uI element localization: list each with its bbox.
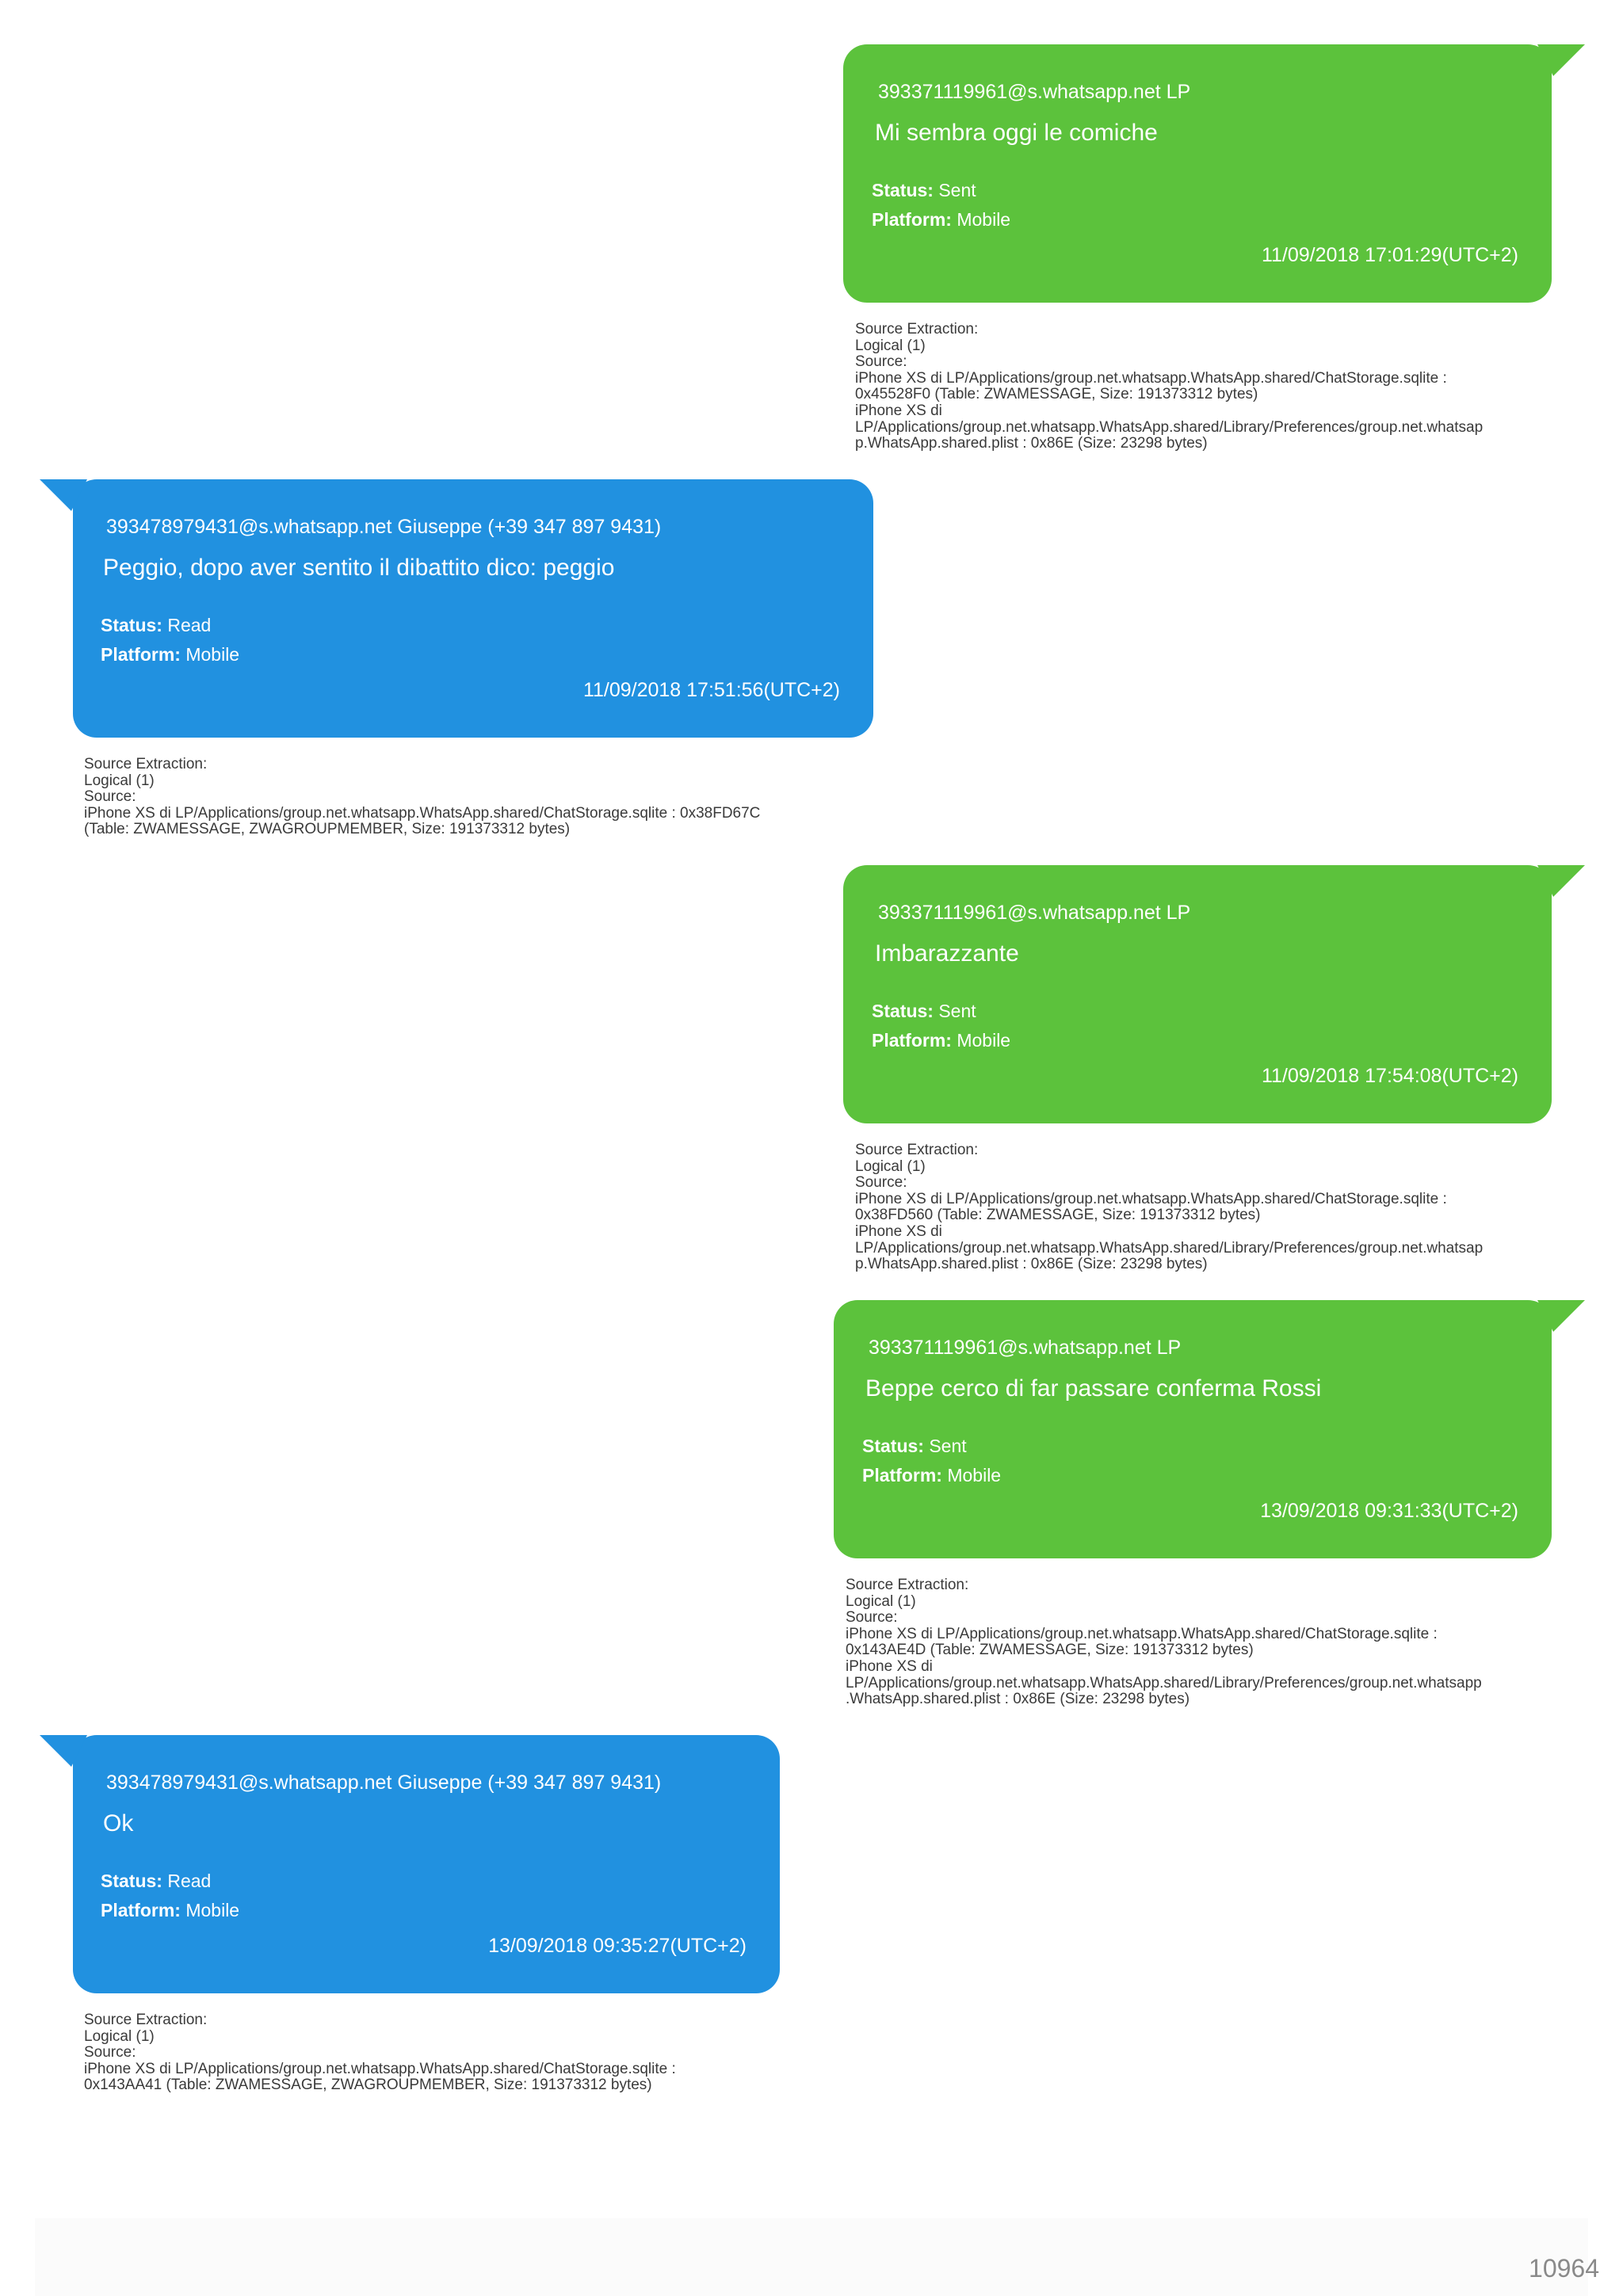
message-text: Ok — [103, 1810, 134, 1836]
message-bubble-incoming: 393478979431@s.whatsapp.net Giuseppe (+3… — [40, 1735, 780, 1993]
status-label: Status: — [101, 1871, 162, 1891]
message-sender: 393478979431@s.whatsapp.net Giuseppe (+3… — [106, 516, 662, 538]
message-bubble-outgoing: 393371119961@s.whatsapp.net LP Imbarazza… — [843, 865, 1585, 1123]
source-extraction: Source Extraction: Logical (1) Source: i… — [855, 1142, 1484, 1273]
bubble-tail — [1537, 1300, 1585, 1332]
source-extraction: Source Extraction: Logical (1) Source: i… — [846, 1577, 1482, 1708]
message-sender: 393478979431@s.whatsapp.net Giuseppe (+3… — [106, 1772, 662, 1794]
message-timestamp: 11/09/2018 17:51:56(UTC+2) — [582, 679, 840, 701]
message-meta: Status: Sent Platform: Mobile — [862, 1432, 1001, 1490]
message-text: Beppe cerco di far passare conferma Ross… — [865, 1375, 1322, 1402]
status-label: Status: — [872, 180, 934, 200]
platform-value: Mobile — [957, 209, 1011, 230]
bubble-tail — [1537, 865, 1585, 897]
message-timestamp: 11/09/2018 17:54:08(UTC+2) — [1261, 1065, 1518, 1087]
platform-value: Mobile — [185, 1900, 240, 1920]
page-number: 10964 — [1529, 2254, 1599, 2283]
message-timestamp: 11/09/2018 17:01:29(UTC+2) — [1261, 244, 1518, 266]
status-value: Read — [167, 1871, 212, 1891]
message-text: Mi sembra oggi le comiche — [875, 120, 1158, 146]
source-extraction: Source Extraction: Logical (1) Source: i… — [84, 756, 761, 838]
bubble-tail — [40, 479, 87, 511]
message-bubble-incoming: 393478979431@s.whatsapp.net Giuseppe (+3… — [40, 479, 873, 738]
status-value: Sent — [938, 1001, 976, 1021]
bubble-tail — [40, 1735, 87, 1767]
platform-value: Mobile — [947, 1465, 1002, 1486]
status-label: Status: — [872, 1001, 934, 1021]
message-meta: Status: Sent Platform: Mobile — [872, 997, 1010, 1055]
message-bubble-outgoing: 393371119961@s.whatsapp.net LP Mi sembra… — [843, 44, 1585, 303]
message-text: Peggio, dopo aver sentito il dibattito d… — [103, 555, 615, 581]
message-text: Imbarazzante — [875, 940, 1019, 967]
platform-value: Mobile — [957, 1030, 1011, 1051]
platform-label: Platform: — [101, 1900, 181, 1920]
status-value: Sent — [929, 1436, 967, 1456]
platform-label: Platform: — [101, 644, 181, 665]
status-label: Status: — [101, 615, 162, 635]
message-timestamp: 13/09/2018 09:35:27(UTC+2) — [488, 1935, 747, 1957]
source-extraction: Source Extraction: Logical (1) Source: i… — [855, 321, 1484, 452]
message-meta: Status: Sent Platform: Mobile — [872, 176, 1010, 235]
message-sender: 393371119961@s.whatsapp.net LP — [878, 81, 1191, 103]
source-extraction: Source Extraction: Logical (1) Source: i… — [84, 2012, 676, 2094]
status-value: Read — [167, 615, 212, 635]
message-sender: 393371119961@s.whatsapp.net LP — [869, 1337, 1182, 1359]
message-bubble-outgoing: 393371119961@s.whatsapp.net LP Beppe cer… — [834, 1300, 1585, 1558]
message-timestamp: 13/09/2018 09:31:33(UTC+2) — [1260, 1500, 1518, 1522]
platform-label: Platform: — [862, 1465, 942, 1486]
platform-label: Platform: — [872, 1030, 952, 1051]
message-meta: Status: Read Platform: Mobile — [101, 1867, 239, 1925]
footer-shade — [35, 2218, 1588, 2296]
platform-label: Platform: — [872, 209, 952, 230]
platform-value: Mobile — [185, 644, 240, 665]
bubble-tail — [1537, 44, 1585, 76]
status-label: Status: — [862, 1436, 924, 1456]
status-value: Sent — [938, 180, 976, 200]
message-sender: 393371119961@s.whatsapp.net LP — [878, 902, 1191, 924]
message-meta: Status: Read Platform: Mobile — [101, 611, 239, 669]
